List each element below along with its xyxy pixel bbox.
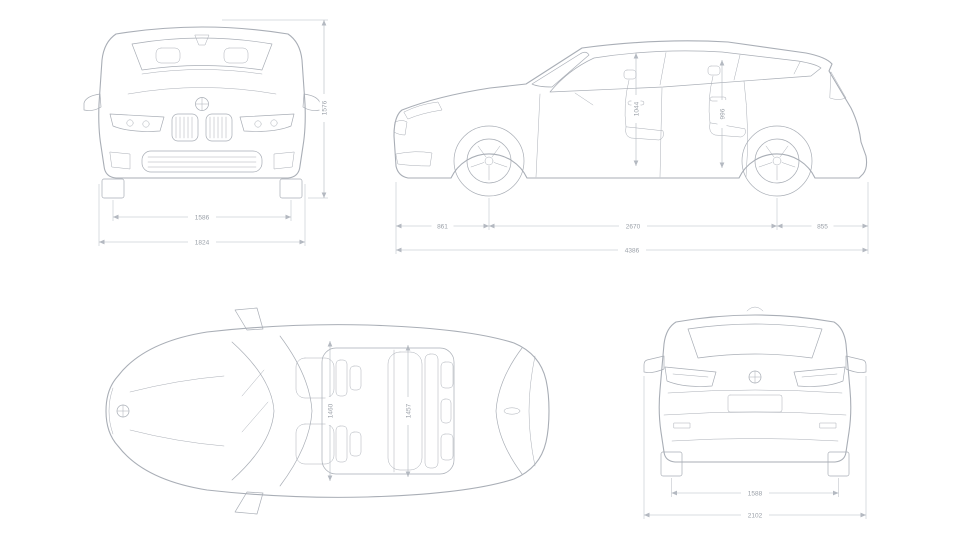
side-mirror-right [302,93,321,111]
bumper-top-line [663,411,847,416]
taillight-left [664,366,717,387]
rear-body-outline [658,314,852,463]
front-overhang-label: 861 [437,223,448,230]
wheelbase-label: 2670 [626,223,641,230]
reflector-right [819,422,837,429]
height-dimension: 1576 [222,19,329,199]
reflector-left [673,422,691,429]
license-plate [727,394,783,413]
wipers [241,369,269,433]
wheel-front-spokes [470,145,508,181]
mirror-top [234,307,264,331]
rear-headroom-dimension: 996 [717,59,727,169]
front-track-dimension: 1586 [112,200,292,222]
door-lines [535,80,748,178]
panorama-roof [321,347,455,475]
rear-window [687,323,823,359]
front-bumper-intake [395,151,433,167]
overall-length-label: 4386 [625,247,640,254]
rear-car-drawing [643,306,867,477]
brand-roundel [195,97,209,111]
headlight-right [239,113,295,132]
front-seat-bottom [295,423,362,465]
brand-roundel-rear [748,370,762,384]
front-interior-width-dimension: 1460 [325,340,335,482]
rear-mirror-right [845,355,867,373]
wheel-front [453,125,525,197]
front-wheel-left [101,178,125,199]
front-view: 1586 1824 1576 [83,19,329,247]
front-interior-width-label: 1460 [327,403,334,418]
rear-view: 1588 2102 [643,306,867,520]
brand-roundel-top [116,404,130,418]
front-width-label: 1824 [195,239,210,246]
hood-crease [127,87,277,95]
rear-glass-arc [495,347,523,475]
front-wheel-right [279,178,303,199]
mirror-bottom [234,491,264,515]
front-bumper-inner [108,387,114,435]
side-body-outline [393,40,868,179]
side-car-drawing [393,40,868,197]
front-seats-through-glass [155,47,249,64]
front-car-drawing [83,26,321,199]
wheel-rear [741,125,813,197]
front-headroom-dimension: 1044 [631,52,641,167]
fin-antenna-rear [746,306,764,312]
lower-bumper-line [671,438,839,442]
grille-slats [175,116,227,139]
side-glasshouse [549,50,822,93]
front-track-label: 1586 [195,214,210,221]
pillar-lines [659,52,801,86]
top-view: 1460 1457 [105,307,550,515]
lower-intake [141,150,263,173]
fog-area-left [109,151,131,170]
windshield [131,37,273,71]
side-mirror-left [83,93,102,111]
rear-wheel-right [827,451,850,477]
rear-track-label: 1588 [748,490,763,497]
taillight-right [793,366,846,387]
fog-area-right [273,151,295,170]
rear-overhang-label: 855 [817,223,828,230]
rear-track-dimension: 1588 [671,478,839,498]
headlight-left [109,113,165,132]
headlight-side [403,101,443,120]
top-car-drawing [105,307,550,515]
kidney-grille [171,113,233,142]
front-body-outline [98,26,306,179]
cowl-line [141,69,263,75]
hood-crease-top [129,375,225,393]
wheel-rear-spokes [758,145,796,181]
roof-front-arc [279,335,313,487]
spoiler-line [528,355,536,467]
front-seat-top [295,357,362,399]
rear-headroom-label: 996 [719,108,726,119]
tailgate-line [667,389,843,394]
height-label: 1576 [321,100,328,115]
rearview-mirror [194,34,210,46]
hood-crease-bottom [129,429,225,447]
rear-width-label: 2102 [748,512,763,519]
rear-interior-width-label: 1457 [405,403,412,418]
windshield-side [531,51,590,88]
cowl-arc [231,341,275,481]
rear-wheel-left [660,451,683,477]
steering-hint [574,92,594,106]
front-headroom-label: 1044 [633,101,640,116]
length-dimensions: 861 2670 855 4386 [395,182,869,255]
taillight-side [829,71,847,100]
rear-bench [387,351,454,471]
rear-mirror-left [643,355,665,373]
side-view: 1044 996 861 2670 855 4386 [393,40,869,255]
top-body-outline [105,324,550,498]
rear-interior-width-dimension: 1457 [403,344,413,478]
front-width-dimension: 1824 [98,184,306,247]
rear-width-dimension: 2102 [643,376,867,520]
grille-side [393,120,408,136]
fin-antenna-top [503,407,521,415]
